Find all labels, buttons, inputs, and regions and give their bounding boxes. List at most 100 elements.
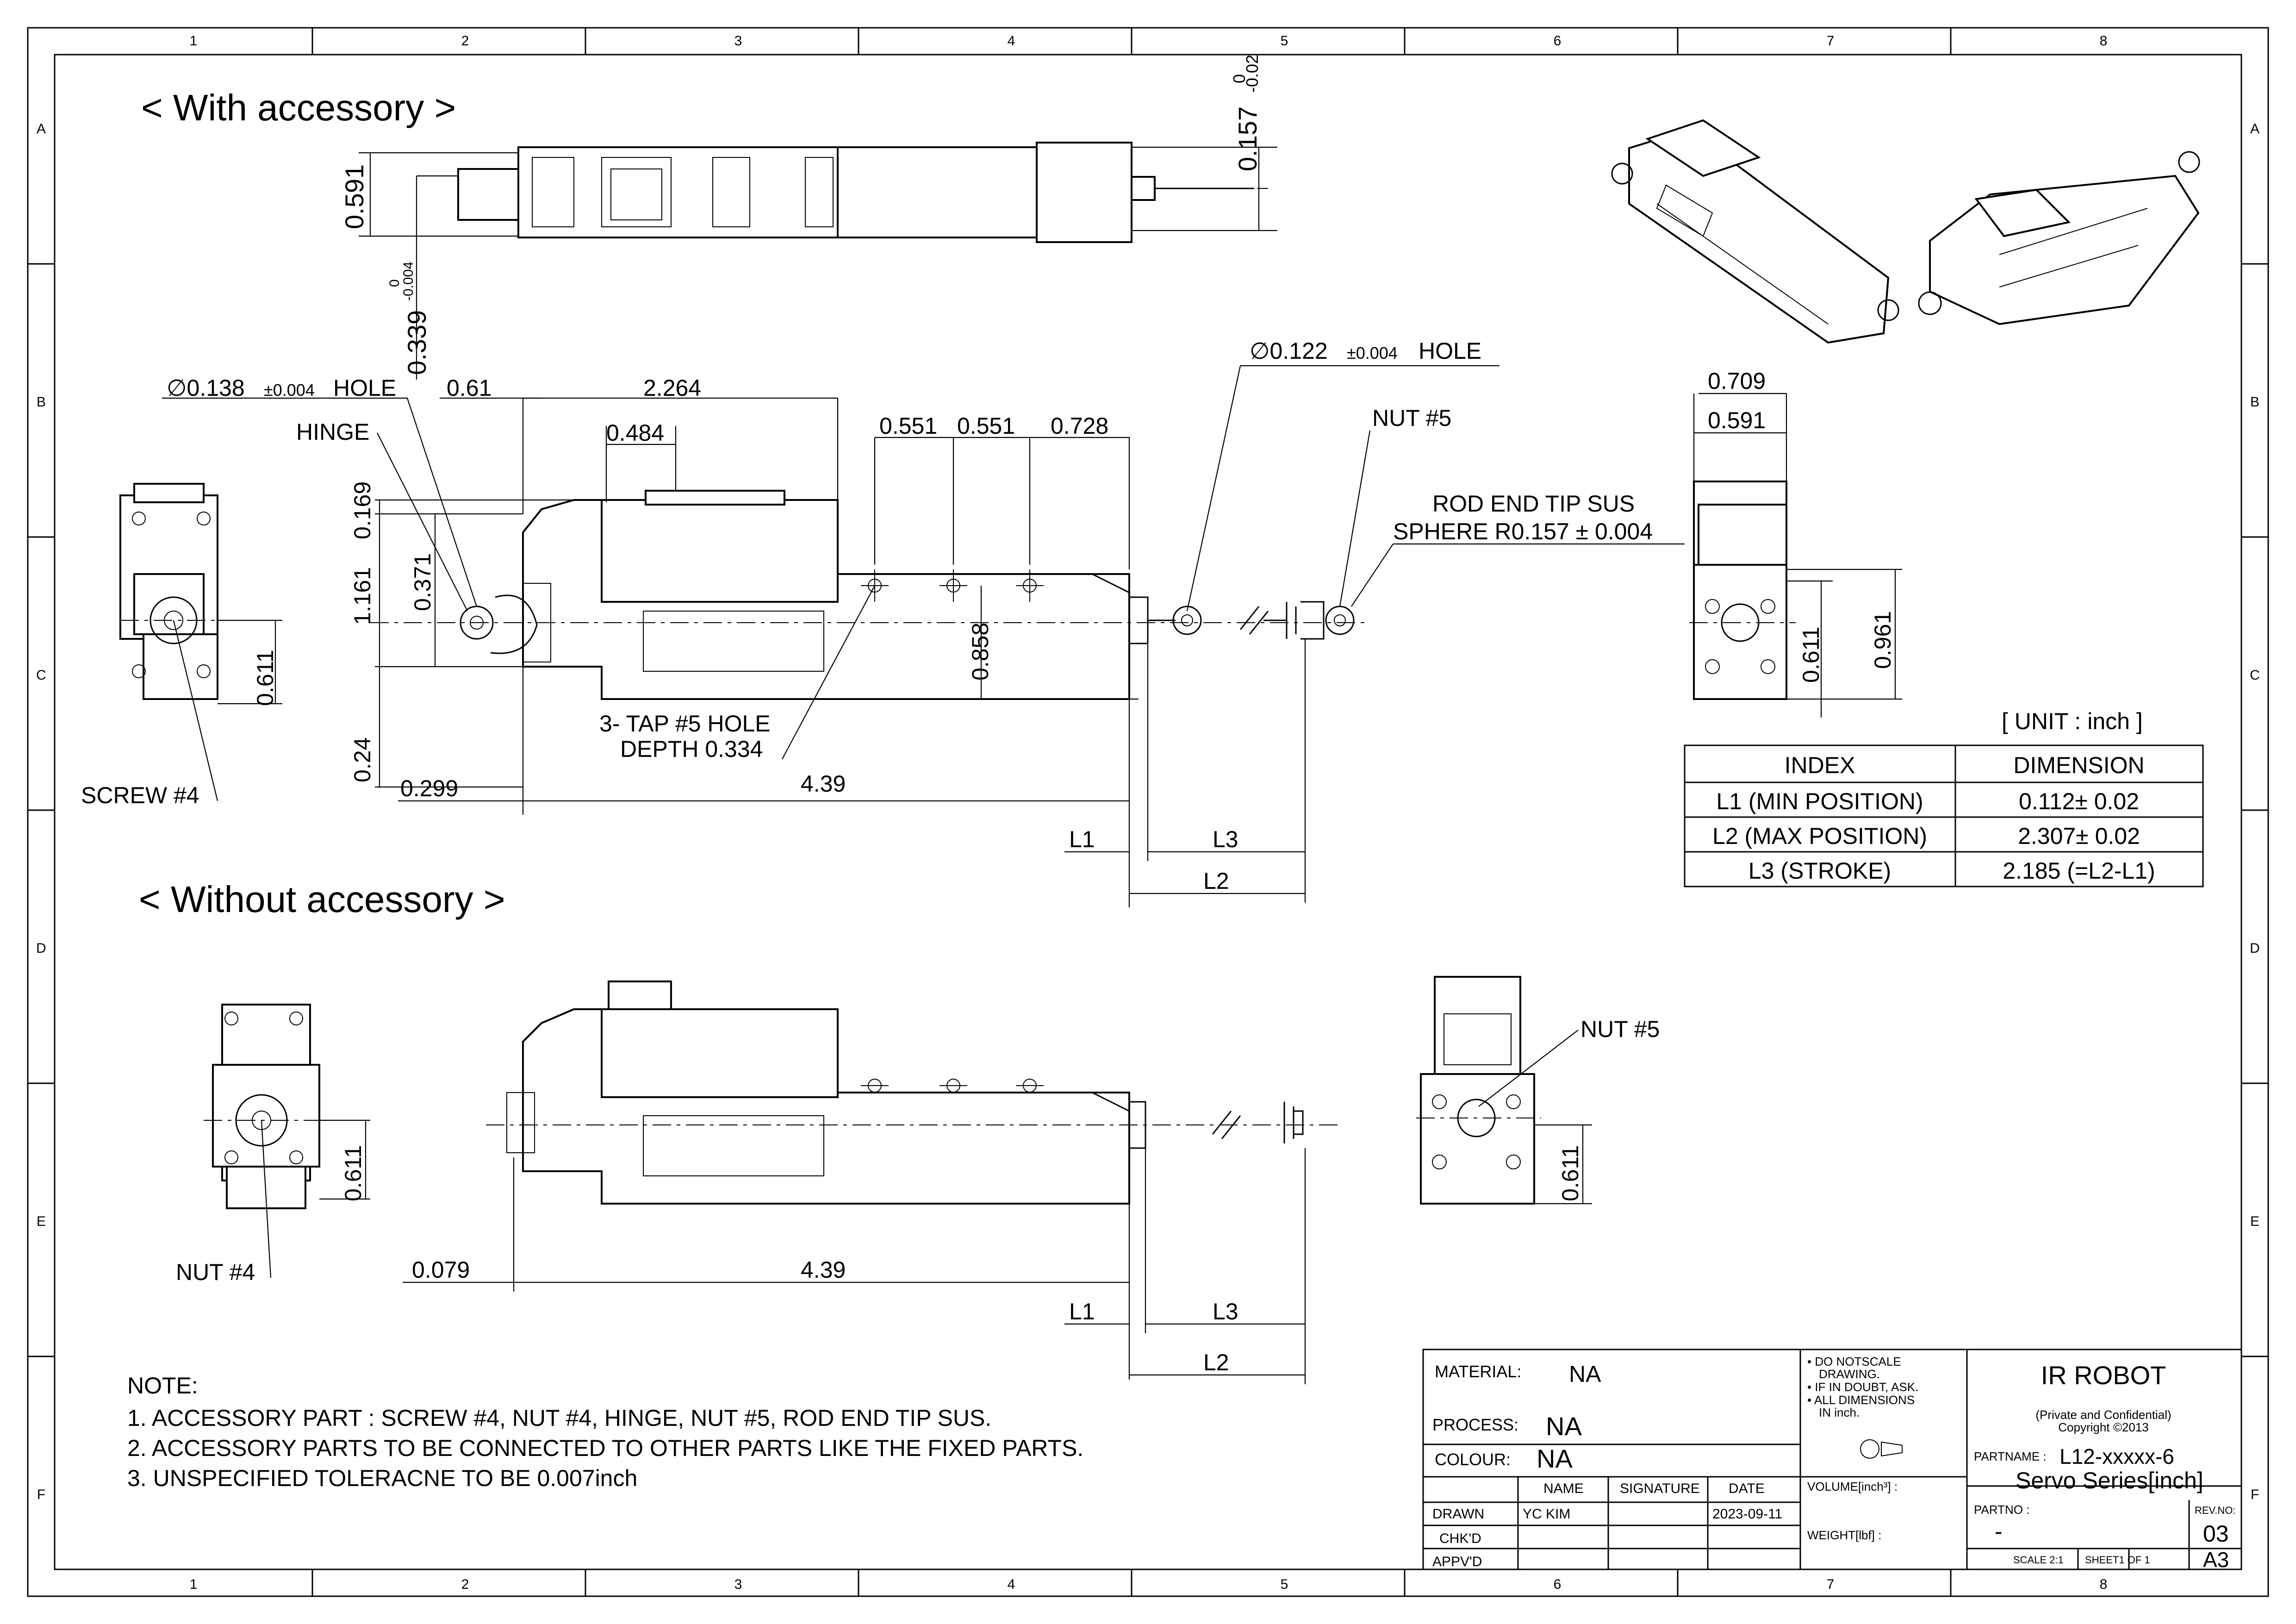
row-label: E (37, 1214, 46, 1229)
dim-0551-0551-0728: 0.551 0.551 0.728 (874, 413, 1130, 569)
svg-text:-: - (1995, 1518, 2003, 1544)
dim-0709-0591-side: 0.709 0.591 (1693, 368, 1787, 481)
svg-text:0.299: 0.299 (400, 775, 458, 801)
notes-title: NOTE: (127, 1373, 198, 1399)
title-block: MATERIAL: NA PROCESS: NA COLOUR: NA NAME… (1422, 1349, 2242, 1572)
dim-hole138: ∅0.138 ±0.004 HOLE (162, 375, 478, 607)
nut5-callout: NUT #5 (1339, 405, 1451, 607)
svg-text:SCALE 2:1: SCALE 2:1 (2013, 1554, 2064, 1566)
dim-0157-tol-upper: 0 (1230, 74, 1249, 83)
row-label: C (36, 668, 46, 683)
svg-text:0.728: 0.728 (1051, 413, 1108, 439)
svg-text:YC KIM: YC KIM (1523, 1506, 1570, 1522)
svg-text:∅0.138: ∅0.138 (167, 375, 245, 401)
svg-text:HINGE: HINGE (296, 419, 369, 445)
sheet-border (27, 27, 2269, 1597)
svg-text:Servo Series[inch]: Servo Series[inch] (2016, 1468, 2203, 1493)
svg-text:0.112± 0.02: 0.112± 0.02 (2019, 788, 2139, 814)
svg-text:DATE: DATE (1729, 1481, 1765, 1496)
svg-text:0.24: 0.24 (349, 737, 375, 782)
svg-text:VOLUME[inch³] :: VOLUME[inch³] : (1807, 1480, 1898, 1493)
note-line: 2. ACCESSORY PARTS TO BE CONNECTED TO OT… (127, 1435, 1083, 1461)
svg-text:3- TAP #5 HOLE: 3- TAP #5 HOLE (599, 711, 771, 737)
svg-text:• DO NOTSCALE: • DO NOTSCALE (1807, 1355, 1901, 1368)
row-label: D (2250, 941, 2260, 956)
dim-0157-tol-lower: -0.02 (1243, 55, 1262, 93)
col-label: 3 (734, 1577, 742, 1592)
svg-text:-0.004: -0.004 (401, 262, 416, 301)
col-label: 6 (1554, 33, 1562, 49)
svg-text:L1 (MIN POSITION): L1 (MIN POSITION) (1716, 788, 1923, 814)
row-label: B (2250, 394, 2259, 410)
svg-text:4.39: 4.39 (801, 1257, 846, 1283)
dim-2264: 2.264 (523, 375, 839, 500)
col-label: 7 (1827, 1577, 1835, 1592)
svg-text:PARTNO :: PARTNO : (1974, 1503, 2029, 1517)
svg-text:IN inch.: IN inch. (1819, 1405, 1860, 1419)
svg-text:0.551: 0.551 (957, 413, 1015, 439)
row-label: F (2251, 1487, 2259, 1502)
row-label: D (36, 941, 46, 956)
svg-text:PARTNAME :: PARTNAME : (1974, 1449, 2047, 1463)
svg-text:0.371: 0.371 (410, 553, 436, 611)
dim-vertical-left: 0.169 1.161 0.371 0.24 (349, 481, 602, 788)
side-view-with-accessory (1689, 481, 1796, 700)
dim-hole122: ∅0.122 ±0.004 HOLE (1186, 338, 1500, 612)
col-label: 1 (190, 1577, 198, 1592)
svg-text:±0.004: ±0.004 (264, 381, 315, 400)
col-label: 2 (461, 1577, 469, 1592)
dim-0591-top: 0.591 (340, 152, 518, 237)
svg-text:Copyright ©2013: Copyright ©2013 (2058, 1420, 2149, 1434)
with-accessory-title: < With accessory > (141, 87, 456, 128)
svg-text:1.161: 1.161 (349, 567, 375, 625)
svg-text:0.591: 0.591 (1708, 407, 1766, 433)
svg-text:ROD END TIP SUS: ROD END TIP SUS (1432, 491, 1635, 517)
nut4-callout: NUT #4 (176, 1120, 272, 1285)
svg-text:L1: L1 (1069, 826, 1095, 852)
dim-0157-value: 0.157 (1233, 106, 1262, 171)
notes: NOTE: 1. ACCESSORY PART : SCREW #4, NUT … (127, 1373, 1083, 1491)
note-line: 1. ACCESSORY PART : SCREW #4, NUT #4, HI… (127, 1405, 991, 1431)
col-label: 5 (1281, 33, 1288, 49)
svg-text:0.858: 0.858 (967, 623, 993, 681)
svg-text:0.709: 0.709 (1708, 368, 1766, 394)
col-label: 4 (1008, 1577, 1015, 1592)
svg-text:0.611: 0.611 (340, 1145, 366, 1201)
svg-text:DRAWING.: DRAWING. (1819, 1367, 1880, 1381)
dim-0484: 0.484 (605, 420, 677, 502)
svg-text:PROCESS:: PROCESS: (1432, 1415, 1518, 1434)
svg-text:0.611: 0.611 (1557, 1145, 1583, 1201)
unit-label: [ UNIT : inch ] (2002, 708, 2143, 734)
svg-text:NA: NA (1537, 1444, 1573, 1473)
svg-text:0.611: 0.611 (1798, 627, 1824, 683)
dim-0339: 0.339 0 -0.004 (387, 175, 458, 380)
col-label: 2 (461, 33, 469, 49)
dim-061: 0.61 (440, 375, 539, 514)
svg-text:A3: A3 (2203, 1548, 2229, 1572)
svg-text:SHEET1 OF 1: SHEET1 OF 1 (2085, 1554, 2150, 1566)
col-label: 4 (1008, 33, 1015, 49)
col-label: 5 (1281, 1577, 1288, 1592)
dim-0299-439: 0.299 4.39 (398, 667, 1130, 907)
svg-text:NA: NA (1569, 1361, 1601, 1387)
svg-text:0.611: 0.611 (252, 650, 278, 706)
svg-text:L3: L3 (1213, 1299, 1238, 1324)
svg-text:2.264: 2.264 (643, 375, 701, 401)
row-label: A (37, 121, 46, 137)
svg-text:±0.004: ±0.004 (1347, 344, 1398, 362)
col-label: 8 (2100, 33, 2108, 49)
front-view-without-accessory (486, 981, 1342, 1205)
col-label: 7 (1827, 33, 1835, 49)
svg-text:NA: NA (1546, 1412, 1582, 1441)
row-label: C (2250, 668, 2260, 683)
svg-text:REV.NO:: REV.NO: (2195, 1505, 2235, 1516)
col-label: 8 (2100, 1577, 2108, 1592)
without-accessory-title: < Without accessory > (139, 879, 505, 920)
svg-text:(Private and Confidential): (Private and Confidential) (2035, 1408, 2171, 1422)
row-label: A (2250, 121, 2259, 137)
note-line: 3. UNSPECIFIED TOLERACNE TO BE 0.007inch (127, 1465, 637, 1491)
svg-text:CHK'D: CHK'D (1439, 1531, 1481, 1546)
svg-text:0.961: 0.961 (1870, 611, 1896, 669)
svg-text:• ALL DIMENSIONS: • ALL DIMENSIONS (1807, 1393, 1915, 1407)
